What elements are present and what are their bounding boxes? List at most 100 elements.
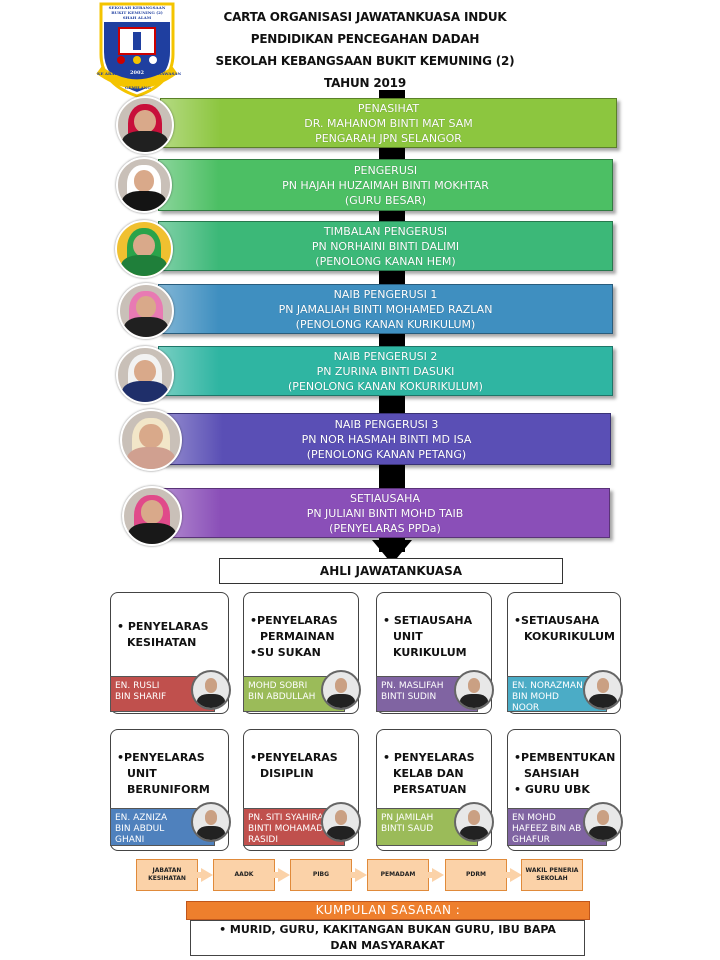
member-name-line: BIN ABDULLAH bbox=[248, 692, 316, 702]
leader-role: NAIB PENGERUSI 3 bbox=[334, 417, 439, 431]
leader-photo bbox=[115, 220, 173, 278]
leader-name: PN NORHAINI BINTI DALIMI bbox=[311, 239, 460, 253]
title-line-4: TAHUN 2019 bbox=[324, 76, 406, 90]
agency-box: PDRM bbox=[445, 859, 507, 891]
leader-photo bbox=[116, 346, 174, 404]
agency-arrow-icon bbox=[268, 868, 290, 882]
member-role-line: • PENYELARAS bbox=[383, 751, 475, 764]
leader-position: PENGARAH JPN SELANGOR bbox=[315, 131, 462, 145]
member-name-line: BINTI SAUD bbox=[381, 824, 434, 834]
member-name-line: MOHD SOBRI bbox=[248, 681, 308, 691]
member-name-line: EN. AZNIZA bbox=[115, 813, 168, 823]
member-name-line: BIN SHARIF bbox=[115, 692, 167, 702]
member-name-line: GHAFUR bbox=[512, 835, 550, 845]
logo-motto-right: WAWASAN bbox=[157, 71, 182, 76]
member-role: •SETIAUSAHA KOKURIKULUM bbox=[514, 613, 616, 645]
logo-year: 2002 bbox=[130, 70, 144, 76]
agency-box: PEMADAM bbox=[367, 859, 429, 891]
member-photo bbox=[454, 670, 494, 710]
member-role-line: PERMAINAN bbox=[260, 630, 335, 643]
member-photo bbox=[583, 802, 623, 842]
leader-photo bbox=[120, 409, 182, 471]
member-photo bbox=[454, 802, 494, 842]
member-name-line: HAFEEZ BIN AB bbox=[512, 824, 582, 834]
leader-name: PN JAMALIAH BINTI MOHAMED RAZLAN bbox=[278, 302, 493, 316]
leader-photo bbox=[122, 486, 182, 546]
member-role-line: KESIHATAN bbox=[127, 636, 197, 649]
leader-position: (PENOLONG KANAN PETANG) bbox=[306, 447, 467, 461]
agency-box: WAKIL PENERIA SEKOLAH bbox=[521, 859, 583, 891]
target-line-2: DAN MASYARAKAT bbox=[330, 939, 445, 952]
school-crest-icon bbox=[96, 2, 178, 98]
agency-box: AADK bbox=[213, 859, 275, 891]
member-name-line: GHANI bbox=[115, 835, 145, 845]
leader-photo bbox=[118, 283, 174, 339]
member-name-line: NOOR bbox=[512, 703, 540, 713]
agency-arrow-icon bbox=[500, 868, 522, 882]
member-photo bbox=[191, 802, 231, 842]
leader-photo bbox=[116, 157, 172, 213]
chart-title: CARTA ORGANISASI JAWATANKUASA INDUK PEND… bbox=[200, 6, 530, 94]
member-photo bbox=[321, 670, 361, 710]
leader-position: (PENOLONG KANAN KURIKULUM) bbox=[295, 317, 476, 331]
member-role-line: •PENYELARAS bbox=[117, 751, 205, 764]
leader-role: NAIB PENGERUSI 2 bbox=[333, 349, 438, 363]
member-role-line: • GURU UBK bbox=[514, 783, 590, 796]
agency-arrow-icon bbox=[191, 868, 213, 882]
member-name-line: EN. RUSLI bbox=[115, 681, 160, 691]
title-line-1: CARTA ORGANISASI JAWATANKUASA INDUK bbox=[223, 10, 507, 24]
member-name-line: BIN MOHD bbox=[512, 692, 559, 702]
member-name-line: BINTI SUDIN bbox=[381, 692, 437, 702]
leader-position: (GURU BESAR) bbox=[344, 193, 427, 207]
member-role-line: KOKURIKULUM bbox=[524, 630, 615, 643]
member-role-line: PERSATUAN bbox=[393, 783, 467, 796]
member-role-line: KELAB DAN bbox=[393, 767, 464, 780]
leader-position: (PENOLONG KANAN HEM) bbox=[315, 254, 456, 268]
member-name-line: RASIDI bbox=[248, 835, 278, 845]
leader-position: (PENOLONG KANAN KOKURIKULUM) bbox=[288, 379, 483, 393]
leader-name: PN ZURINA BINTI DASUKI bbox=[316, 364, 455, 378]
member-name-line: EN MOHD bbox=[512, 813, 556, 823]
leader-role: SETIAUSAHA bbox=[350, 491, 420, 505]
leader-role: PENGERUSI bbox=[353, 163, 418, 177]
member-name-line: PN. MASLIFAH bbox=[381, 681, 444, 691]
member-photo bbox=[321, 802, 361, 842]
member-role-line: • SETIAUSAHA bbox=[383, 614, 473, 627]
leader-name: PN HAJAH HUZAIMAH BINTI MOKHTAR bbox=[282, 178, 489, 192]
member-photo bbox=[583, 670, 623, 710]
leader-photo bbox=[116, 96, 174, 154]
member-name-line: PN. SITI SYAHIRAH bbox=[248, 813, 331, 823]
member-role-line: KURIKULUM bbox=[393, 646, 467, 659]
member-role-line: UNIT bbox=[393, 630, 423, 643]
member-role: •PENYELARAS PERMAINAN •SU SUKAN bbox=[250, 613, 354, 661]
member-role-line: •SU SUKAN bbox=[250, 646, 321, 659]
member-role-line: •SETIAUSAHA bbox=[514, 614, 600, 627]
leader-role: TIMBALAN PENGERUSI bbox=[323, 224, 448, 238]
logo-top-text: SEKOLAH KEBANGSAAN BUKIT KEMUNING (2) SH… bbox=[108, 5, 166, 20]
member-role-line: •PENYELARAS bbox=[250, 614, 338, 627]
title-line-2: PENDIDIKAN PENCEGAHAN DADAH bbox=[250, 32, 480, 46]
member-role: • SETIAUSAHA UNIT KURIKULUM bbox=[383, 613, 487, 661]
logo-motto-mid: GEMILANG bbox=[125, 85, 151, 90]
school-logo: SEKOLAH KEBANGSAAN BUKIT KEMUNING (2) SH… bbox=[95, 2, 182, 98]
member-name-line: BINTI MOHAMAD bbox=[248, 824, 324, 834]
member-role-line: UNIT bbox=[127, 767, 157, 780]
member-role-line: •PENYELARAS bbox=[250, 751, 338, 764]
leader-name: PN JULIANI BINTI MOHD TAIB bbox=[306, 506, 464, 520]
leader-role: PENASIHAT bbox=[357, 101, 420, 115]
leader-name: DR. MAHANOM BINTI MAT SAM bbox=[304, 116, 473, 130]
agency-box: JABATAN KESIHATAN bbox=[136, 859, 198, 891]
committee-members-header: AHLI JAWATANKUASA bbox=[219, 558, 563, 584]
member-name-line: EN. NORAZMAN bbox=[512, 681, 583, 691]
target-group-body: • MURID, GURU, KAKITANGAN BUKAN GURU, IB… bbox=[190, 920, 585, 956]
member-name-line: PN JAMILAH bbox=[381, 813, 434, 823]
